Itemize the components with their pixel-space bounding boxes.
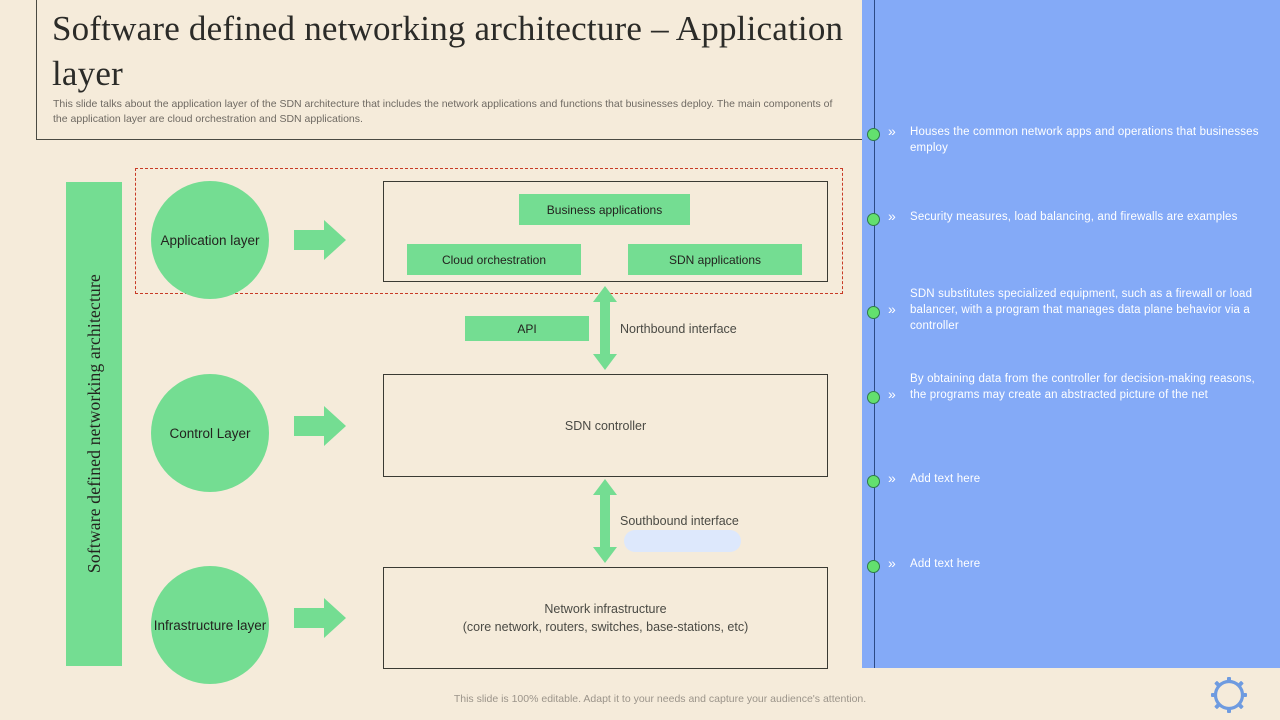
bullet-dot-icon (867, 306, 880, 319)
application-layer-highlight-box (135, 168, 843, 294)
header-vertical-rule (36, 0, 37, 140)
vertical-label-text-wrap: Software defined networking architecture (66, 182, 122, 666)
vertical-label-bar (66, 182, 122, 666)
network-infrastructure-line2: (core network, routers, switches, base-s… (462, 620, 749, 634)
network-infrastructure-box: Network infrastructure (core network, ro… (383, 567, 828, 669)
chevron-double-right-icon: » (888, 386, 896, 402)
bullet-dot-icon (867, 213, 880, 226)
footer-note-text: This slide is 100% editable. Adapt it to… (453, 693, 867, 705)
sdn-controller-label: SDN controller (564, 418, 647, 433)
panel-bullet-6[interactable]: » Add text here (867, 555, 1270, 573)
circle-control-layer[interactable]: Control Layer (151, 374, 269, 492)
chevron-double-right-icon: » (888, 555, 896, 571)
label-southbound-interface: Southbound interface (620, 514, 739, 528)
chevron-double-right-icon: » (888, 123, 896, 139)
arrow-right-application-icon (294, 216, 358, 264)
bullet-dot-icon (867, 560, 880, 573)
bullet-dot-icon (867, 475, 880, 488)
panel-bullet-5-text: Add text here (910, 473, 981, 485)
panel-bullet-1[interactable]: » Houses the common network apps and ope… (867, 123, 1270, 156)
arrow-right-infrastructure-icon (294, 594, 358, 642)
panel-bullet-3[interactable]: » SDN substitutes specialized equipment,… (867, 286, 1270, 334)
side-panel-timeline-rule (874, 0, 876, 668)
chevron-double-right-icon: » (888, 301, 896, 317)
arrow-vertical-northbound-icon (592, 286, 618, 370)
chip-business-applications[interactable]: Business applications (519, 194, 690, 225)
chevron-double-right-icon: » (888, 208, 896, 224)
panel-bullet-2[interactable]: » Security measures, load balancing, and… (867, 208, 1270, 226)
side-panel (862, 0, 1280, 668)
panel-bullet-3-text: SDN substitutes specialized equipment, s… (910, 288, 1253, 332)
panel-bullet-2-text: Security measures, load balancing, and f… (910, 211, 1238, 223)
label-northbound-interface: Northbound interface (620, 322, 737, 336)
footer-note: This slide is 100% editable. Adapt it to… (0, 693, 1280, 705)
page-title: Software defined networking architecture… (52, 9, 844, 93)
text-selection-highlight (624, 530, 741, 552)
panel-bullet-6-text: Add text here (910, 558, 981, 570)
arrow-right-control-icon (294, 402, 358, 450)
panel-bullet-1-text: Houses the common network apps and opera… (910, 126, 1259, 154)
network-infrastructure-line1: Network infrastructure (544, 602, 667, 616)
arrow-vertical-southbound-icon (592, 479, 618, 563)
page-subtitle: This slide talks about the application l… (53, 98, 833, 125)
chip-api[interactable]: API (465, 316, 589, 341)
sdn-controller-box: SDN controller (383, 374, 828, 477)
header-horizontal-rule (36, 139, 866, 140)
gear-icon (1210, 676, 1248, 714)
bullet-dot-icon (867, 391, 880, 404)
circle-infrastructure-layer[interactable]: Infrastructure layer (151, 566, 269, 684)
panel-bullet-4-text: By obtaining data from the controller fo… (910, 373, 1255, 401)
bullet-dot-icon (867, 128, 880, 141)
panel-bullet-5[interactable]: » Add text here (867, 470, 1270, 488)
circle-application-layer[interactable]: Application layer (151, 181, 269, 299)
chip-sdn-applications[interactable]: SDN applications (628, 244, 802, 275)
network-infrastructure-label: Network infrastructure (core network, ro… (384, 568, 827, 668)
panel-bullet-4[interactable]: » By obtaining data from the controller … (867, 371, 1270, 404)
chip-cloud-orchestration[interactable]: Cloud orchestration (407, 244, 581, 275)
vertical-label-text: Software defined networking architecture (83, 274, 104, 574)
chevron-double-right-icon: » (888, 470, 896, 486)
